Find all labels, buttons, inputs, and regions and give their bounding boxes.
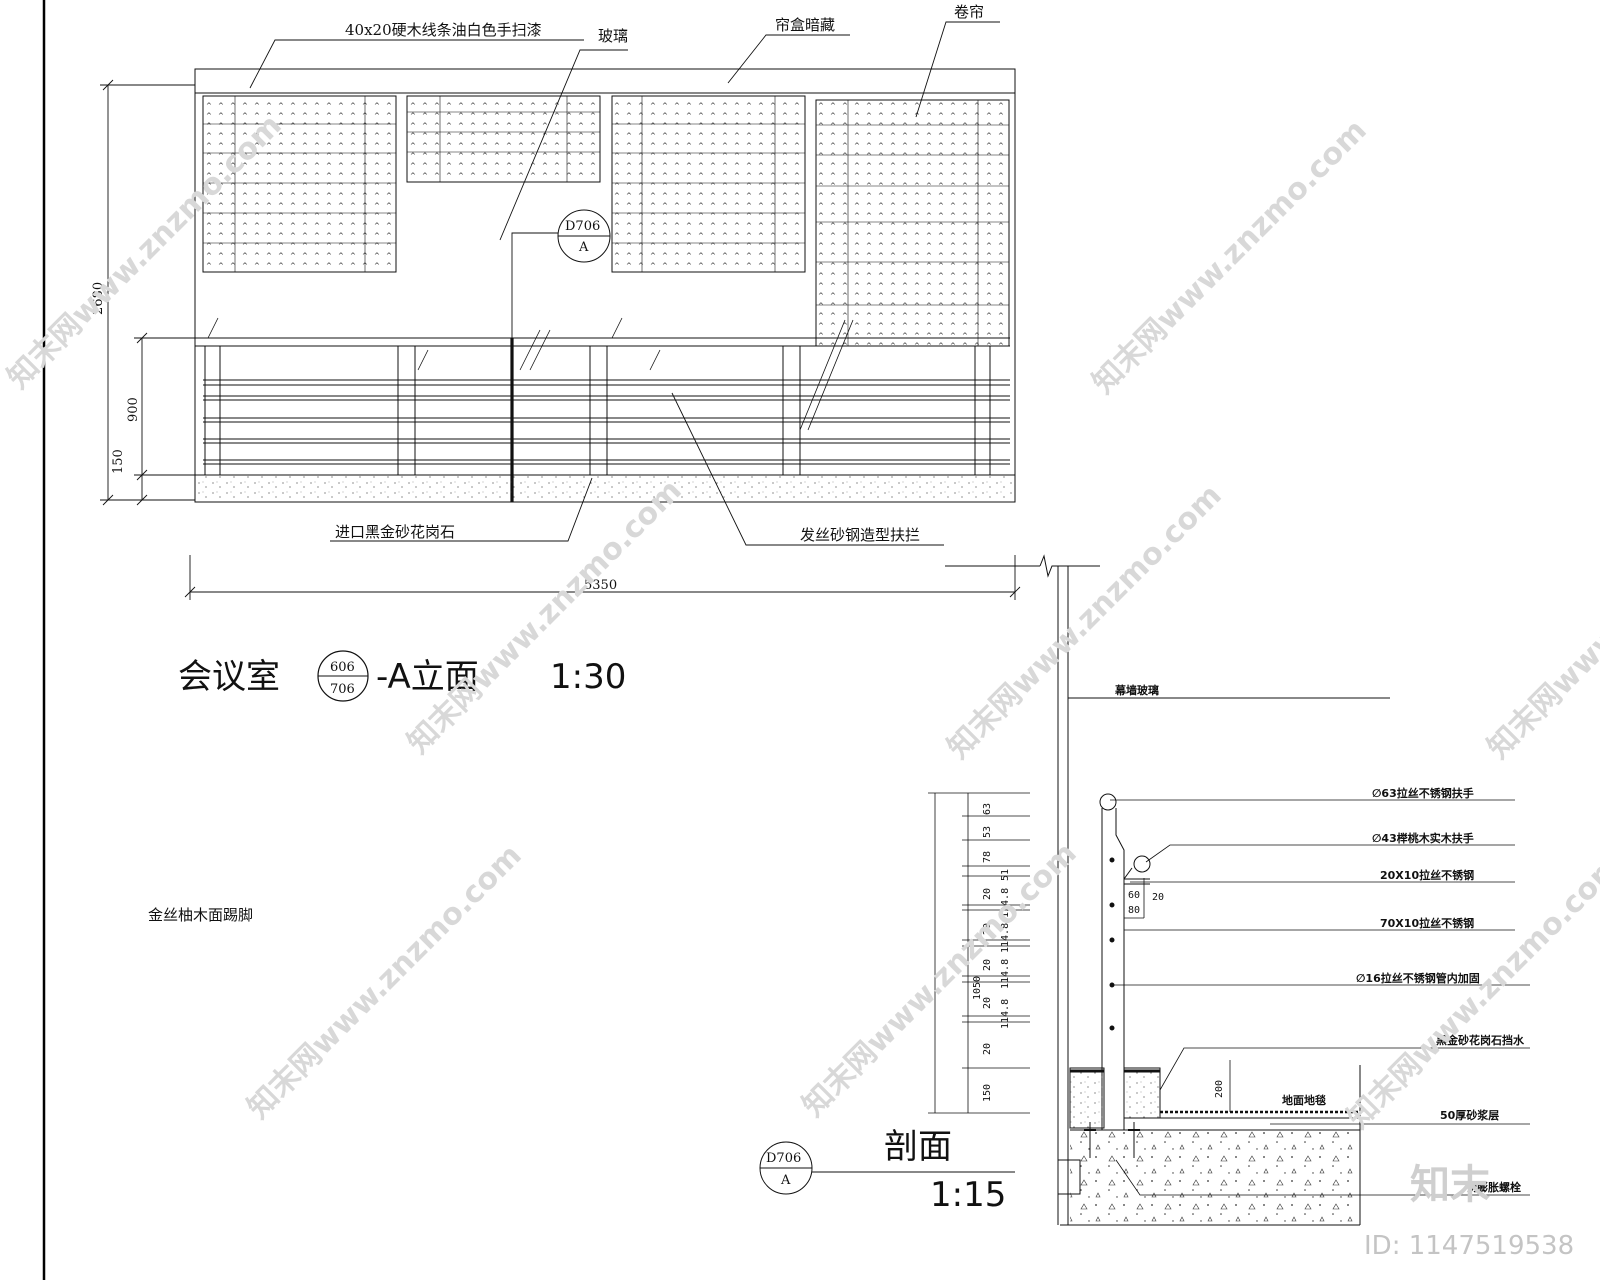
dim-base: 150 [111, 449, 126, 474]
section-drawing [759, 554, 1530, 1226]
label-ss-pipe: ∅16拉丝不锈钢管内加固 [1356, 971, 1480, 985]
section-dim-label: 20 [982, 1043, 993, 1055]
section-callout-bottom: A [780, 1173, 791, 1188]
dim-section-total: 1050 [972, 976, 983, 1000]
section-dim-label: 114.8 [1000, 923, 1011, 953]
section-dim-label: 114.8 [1000, 888, 1011, 918]
dim-section-200: 200 [1214, 1080, 1225, 1098]
label-mortar: 50厚砂浆层 [1440, 1108, 1499, 1122]
handrail-elevation [195, 337, 1010, 502]
note-teak-skirting: 金丝柚木面踢脚 [148, 906, 253, 924]
watermark-8: 知末网www.znzmo.com [1481, 478, 1600, 766]
label-granite: 进口黑金砂花岗石 [335, 523, 455, 541]
section-dimension-chain [928, 792, 1030, 1114]
watermark-3: 知末网www.znzmo.com [1086, 113, 1374, 401]
label-wood-strip: 40x20硬木线条油白色手扫漆 [345, 21, 542, 39]
label-carpet: 地面地毯 [1282, 1093, 1326, 1107]
dim-height-total: 2680 [91, 282, 106, 315]
label-handrail: 发丝砂钢造型扶拦 [800, 526, 920, 544]
blind-panel-3 [611, 95, 806, 273]
label-curtain-box: 帘盒暗藏 [775, 16, 835, 34]
label-roller-blind: 卷帘 [954, 3, 984, 21]
label-ss-20x10: 20X10拉丝不锈钢 [1380, 868, 1474, 882]
section-leaders [1110, 799, 1530, 1196]
watermark-4: 知末网www.znzmo.com [941, 478, 1229, 766]
watermark-7: 知末网www.znzmo.com [1341, 848, 1600, 1136]
section-dim-label: 53 [982, 826, 993, 838]
section-dim-label: 63 [982, 803, 993, 815]
elevation-title-prefix: 会议室 [178, 657, 280, 697]
section-dim-label: 20 [982, 888, 993, 900]
title-num-bottom: 706 [330, 682, 355, 697]
section-dim-label: 150 [982, 1084, 993, 1102]
callout-top-text: D706 [565, 219, 600, 234]
blind-panel-4 [815, 99, 1010, 347]
watermark-5: 知末网www.znzmo.com [241, 838, 529, 1126]
section-bolts [1084, 1122, 1140, 1158]
section-dim-label: 114.8 [1000, 999, 1011, 1029]
dim-section-60: 60 [1128, 890, 1140, 901]
elevation-leaders [249, 21, 1000, 546]
watermark-2: 知末网www.znzmo.com [401, 473, 689, 761]
blind-panel-2 [406, 95, 601, 183]
label-ss-handrail: ∅63拉丝不锈钢扶手 [1372, 786, 1474, 800]
glass-reflection-lines [207, 317, 854, 431]
label-glass: 玻璃 [598, 27, 628, 45]
dim-rail-height: 900 [126, 397, 141, 422]
label-wood-handrail: ∅43榉桃木实木扶手 [1372, 831, 1474, 845]
elevation-dimensions [100, 79, 1021, 600]
title-num-top: 606 [330, 660, 355, 675]
label-curtain-glass: 幕墙玻璃 [1114, 683, 1159, 697]
section-dim-label: 114.8 [1000, 959, 1011, 989]
section-title: 剖面 [884, 1127, 952, 1167]
callout-bottom-text: A [578, 240, 589, 255]
label-granite-sill: 黑金砂花岗石挡水 [1436, 1033, 1525, 1047]
blind-panel-seams [203, 96, 1009, 346]
label-bolt: 钢膨胀螺栓 [1466, 1180, 1521, 1194]
image-id-text: ID: 1147519538 [1364, 1231, 1574, 1261]
dim-section-20: 20 [1152, 892, 1164, 903]
elevation-title-scale: 1:30 [550, 657, 626, 697]
section-dim-label: 51 [1000, 869, 1011, 881]
section-dim-label: 78 [982, 851, 993, 863]
elevation-drawing [100, 21, 1021, 600]
elevation-title-suffix: -A立面 [376, 657, 479, 697]
dim-width: 5350 [584, 578, 617, 593]
granite-base [194, 474, 1016, 503]
brand-logo-text: 知末 [1410, 1162, 1490, 1208]
section-scale: 1:15 [930, 1175, 1006, 1215]
section-dim-label: 20 [982, 923, 993, 935]
section-callout-top: D706 [766, 1151, 801, 1166]
section-dim-label: 20 [982, 997, 993, 1009]
section-dim-labels: 63 53 78 51 20 114.8 20 114.8 20 114.8 20 114.8 20 15… [982, 803, 1011, 1102]
label-ss-70x10: 70X10拉丝不锈钢 [1380, 916, 1474, 930]
dim-section-80: 80 [1128, 905, 1140, 916]
watermark-6: 知末网www.znzmo.com [796, 836, 1084, 1124]
section-dim-label: 20 [982, 959, 993, 971]
